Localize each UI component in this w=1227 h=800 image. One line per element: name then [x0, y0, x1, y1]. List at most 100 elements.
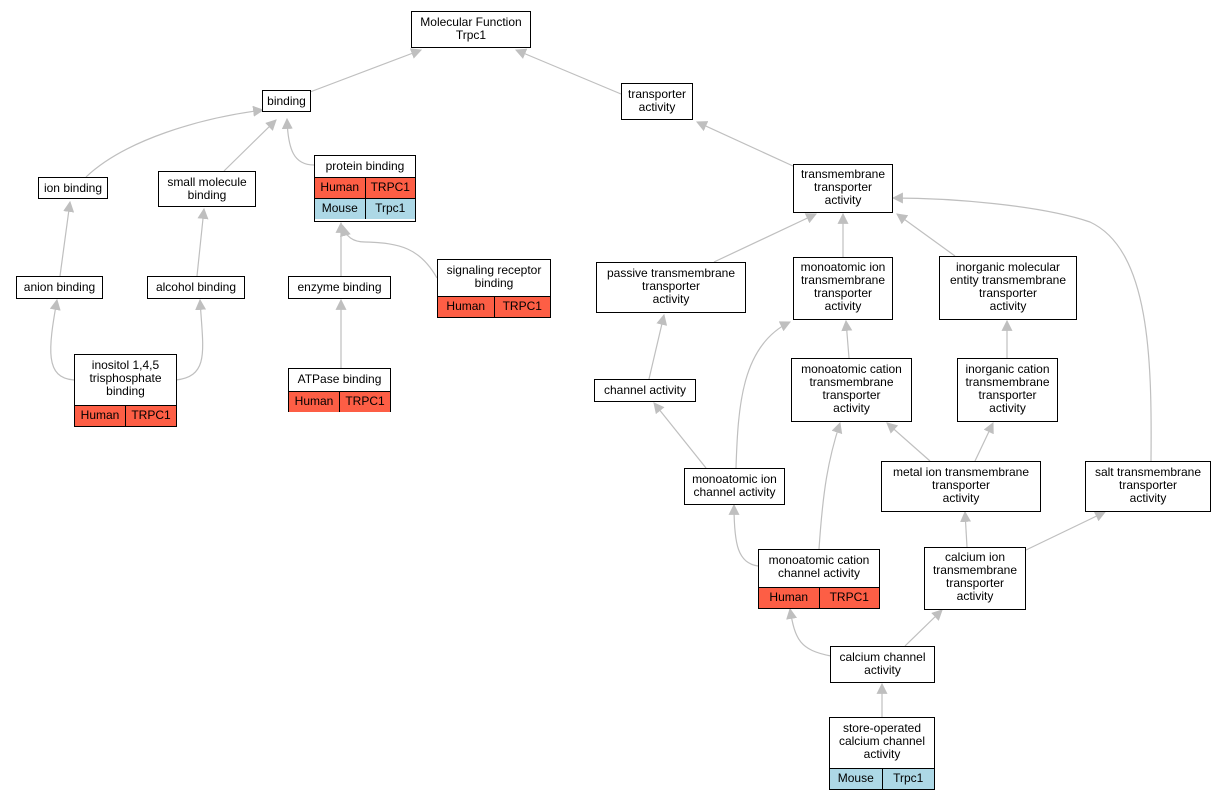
node-transmembrane-transporter-activity[interactable]: transmembrane transporter activity: [793, 164, 893, 213]
annotation-row-mouse: Mouse Trpc1: [315, 198, 415, 219]
edge-channel-to-passive: [648, 313, 668, 380]
edge-inorganic-mol-to-tm-transporter: [896, 213, 956, 257]
gene-cell: TRPC1: [364, 178, 415, 198]
species-cell: Human: [759, 588, 819, 608]
node-alcohol-binding[interactable]: alcohol binding: [147, 276, 245, 299]
node-label: monoatomic ion channel activity: [692, 472, 777, 499]
annotation-row-human: Human TRPC1: [75, 405, 176, 426]
annotation-row-human: Human TRPC1: [759, 587, 879, 608]
species-cell: Human: [289, 392, 339, 412]
node-label: salt transmembrane transporter activity: [1094, 465, 1202, 505]
node-label: channel activity: [603, 383, 687, 397]
node-label: alcohol binding: [155, 280, 237, 294]
edge-alcohol-to-small-molecule: [196, 207, 209, 277]
node-label: transmembrane transporter activity: [800, 167, 886, 207]
edge-salt-to-tm-transporter: [891, 192, 1152, 462]
node-monoatomic-ion-transmembrane-transporter[interactable]: monoatomic ion transmembrane transporter…: [793, 257, 893, 320]
edge-anion-to-ion-binding: [59, 200, 75, 277]
edge-protein-binding-to-binding: [281, 117, 315, 166]
node-inorganic-cation-transmembrane-transporter[interactable]: inorganic cation transmembrane transport…: [957, 358, 1058, 422]
node-label: anion binding: [23, 280, 96, 294]
node-label: metal ion transmembrane transporter acti…: [892, 465, 1030, 505]
node-label: calcium ion transmembrane transporter ac…: [932, 550, 1018, 603]
node-label: small molecule binding: [167, 175, 247, 202]
gene-cell: TRPC1: [125, 406, 176, 426]
species-cell: Human: [438, 297, 494, 317]
edge-mic-to-monoatomic-ion: [735, 321, 791, 469]
species-cell: Mouse: [315, 199, 365, 219]
species-cell: Mouse: [830, 769, 882, 789]
node-protein-binding[interactable]: protein binding Human TRPC1 Mouse Trpc1: [314, 155, 416, 222]
edge-inositol-to-alcohol: [175, 298, 207, 381]
node-anion-binding[interactable]: anion binding: [16, 276, 103, 299]
annotation-row-mouse: Mouse Trpc1: [830, 768, 934, 789]
node-label: inorganic cation transmembrane transport…: [965, 362, 1050, 415]
edge-calcium-ion-to-salt: [1025, 511, 1106, 551]
node-atpase-binding[interactable]: ATPase binding Human TRPC1: [288, 368, 391, 412]
node-label: calcium channel activity: [839, 650, 926, 677]
node-enzyme-binding[interactable]: enzyme binding: [288, 276, 391, 299]
node-calcium-channel-activity[interactable]: calcium channel activity: [830, 646, 935, 683]
node-label: monoatomic cation transmembrane transpor…: [801, 362, 902, 415]
edge-tm-transporter-to-transporter: [696, 121, 794, 167]
node-binding[interactable]: binding: [262, 90, 311, 112]
node-label: protein binding: [325, 159, 405, 173]
node-label: signaling receptor binding: [446, 263, 542, 290]
gene-cell: TRPC1: [818, 588, 879, 608]
edge-small-molecule-to-binding: [223, 119, 277, 172]
annotation-row-human: Human TRPC1: [315, 177, 415, 198]
annotation-row-human: Human TRPC1: [438, 296, 550, 317]
edge-metal-to-monoatomic-cation-tm: [886, 422, 931, 462]
edge-metal-to-inorganic-cation: [974, 422, 994, 462]
node-inorganic-molecular-entity-transporter[interactable]: inorganic molecular entity transmembrane…: [939, 256, 1077, 320]
node-label: binding: [267, 94, 306, 108]
node-salt-transmembrane-transporter[interactable]: salt transmembrane transporter activity: [1085, 461, 1211, 512]
node-label: enzyme binding: [297, 280, 382, 294]
species-cell: Human: [315, 178, 365, 198]
node-metal-ion-transmembrane-transporter[interactable]: metal ion transmembrane transporter acti…: [881, 461, 1041, 512]
edge-transporter-to-mf: [514, 48, 622, 95]
node-passive-transmembrane-transporter[interactable]: passive transmembrane transporter activi…: [596, 262, 746, 313]
edge-binding-to-mf: [309, 48, 423, 93]
edge-ion-binding-to-binding: [85, 105, 265, 178]
edge-calcium-channel-to-calcium-ion: [904, 609, 943, 647]
node-channel-activity[interactable]: channel activity: [594, 379, 696, 402]
species-cell: Human: [75, 406, 125, 426]
edge-signaling-to-protein-binding: [340, 224, 438, 279]
node-label: Molecular Function Trpc1: [420, 15, 522, 42]
node-label: monoatomic ion transmembrane transporter…: [800, 260, 886, 313]
node-store-operated-calcium-channel[interactable]: store-operated calcium channel activity …: [829, 717, 935, 790]
node-monoatomic-ion-channel-activity[interactable]: monoatomic ion channel activity: [684, 468, 785, 505]
edge-mcc-to-mic: [728, 503, 759, 567]
node-monoatomic-cation-transmembrane-transporter[interactable]: monoatomic cation transmembrane transpor…: [791, 358, 912, 422]
node-label: inositol 1,4,5 trisphosphate binding: [89, 358, 162, 398]
edge-mcc-to-monoatomic-cation-tm: [818, 421, 843, 550]
node-molecular-function[interactable]: Molecular Function Trpc1: [411, 11, 531, 48]
edge-inositol-to-anion: [49, 298, 75, 381]
node-ion-binding[interactable]: ion binding: [38, 177, 108, 199]
edge-monoatomic-cation-tm-to-monoatomic-ion: [841, 319, 853, 359]
gene-cell: Trpc1: [364, 199, 415, 219]
node-label: passive transmembrane transporter activi…: [606, 266, 736, 306]
gene-cell: Trpc1: [881, 769, 934, 789]
node-calcium-ion-transmembrane-transporter[interactable]: calcium ion transmembrane transporter ac…: [924, 547, 1026, 610]
edge-calcium-ion-to-metal: [960, 510, 972, 548]
node-label: store-operated calcium channel activity: [838, 721, 926, 761]
gene-cell: TRPC1: [339, 392, 390, 412]
node-label: ion binding: [43, 181, 103, 195]
edge-calcium-channel-to-mcc: [786, 607, 832, 657]
node-label: inorganic molecular entity transmembrane…: [949, 260, 1067, 313]
node-label: ATPase binding: [297, 372, 382, 386]
node-transporter-activity[interactable]: transporter activity: [621, 83, 693, 120]
node-monoatomic-cation-channel-activity[interactable]: monoatomic cation channel activity Human…: [758, 549, 880, 609]
edge-mic-to-channel: [653, 402, 707, 469]
node-signaling-receptor-binding[interactable]: signaling receptor binding Human TRPC1: [437, 259, 551, 318]
node-small-molecule-binding[interactable]: small molecule binding: [158, 171, 256, 207]
edge-passive-to-tm-transporter: [713, 213, 817, 263]
annotation-row-human: Human TRPC1: [289, 391, 390, 412]
node-label: transporter activity: [627, 87, 687, 114]
node-inositol-trisphosphate-binding[interactable]: inositol 1,4,5 trisphosphate binding Hum…: [74, 354, 177, 427]
node-label: monoatomic cation channel activity: [768, 553, 870, 580]
gene-cell: TRPC1: [493, 297, 550, 317]
